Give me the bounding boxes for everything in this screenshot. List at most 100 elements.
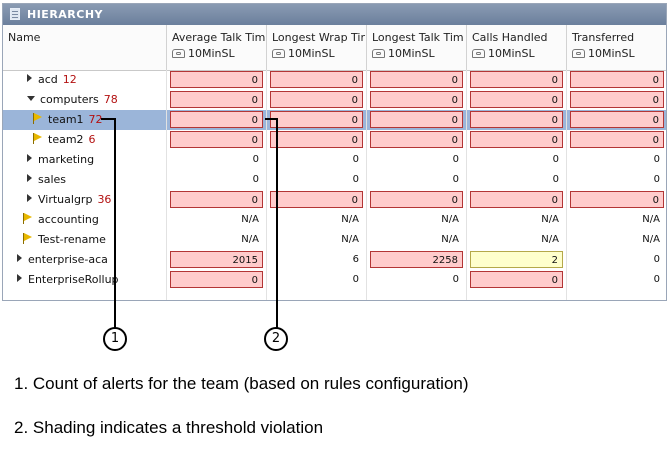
metric-cell: 0 bbox=[570, 191, 664, 208]
hierarchy-node[interactable]: Test-rename bbox=[23, 230, 106, 250]
column-header[interactable]: Longest Wrap Tir 10MinSL bbox=[267, 25, 367, 70]
callout-2-leader bbox=[276, 118, 278, 328]
metric-cell: 0 bbox=[470, 131, 563, 148]
hierarchy-node[interactable]: marketing bbox=[27, 150, 94, 170]
column-subtitle: 10MinSL bbox=[472, 47, 535, 60]
metric-cell: 0 bbox=[570, 111, 664, 128]
metric-cell: N/A bbox=[241, 234, 259, 245]
metric-cell: 0 bbox=[170, 111, 263, 128]
list-icon bbox=[10, 8, 20, 20]
metric-cell: 0 bbox=[370, 111, 463, 128]
node-label: sales bbox=[38, 173, 67, 186]
column-subtitle-text: 10MinSL bbox=[588, 47, 635, 60]
column-title: Transferred bbox=[572, 31, 635, 44]
team-flag-icon bbox=[23, 213, 32, 224]
metric-cell: 0 bbox=[370, 71, 463, 88]
alert-count: 6 bbox=[88, 133, 96, 146]
node-label: team2 bbox=[48, 133, 84, 146]
expand-arrow-icon[interactable] bbox=[27, 154, 32, 162]
expand-arrow-icon[interactable] bbox=[17, 254, 22, 262]
column-header[interactable]: Transferred 10MinSL bbox=[567, 25, 666, 70]
metric-cell: 0 bbox=[270, 191, 363, 208]
callout-2-leader bbox=[265, 118, 277, 120]
node-label: marketing bbox=[38, 153, 95, 166]
column-subtitle: 10MinSL bbox=[172, 47, 235, 60]
metric-cell: N/A bbox=[341, 214, 359, 225]
hierarchy-node[interactable]: enterprise-aca bbox=[17, 250, 108, 270]
callout-1-note: 1. Count of alerts for the team (based o… bbox=[14, 374, 469, 393]
callout-2-marker: 2 bbox=[264, 327, 288, 351]
team-flag-icon bbox=[23, 233, 32, 244]
hierarchy-node[interactable]: sales bbox=[27, 170, 66, 190]
column-divider bbox=[366, 70, 367, 300]
column-subtitle-text: 10MinSL bbox=[388, 47, 435, 60]
metric-cell: 0 bbox=[470, 91, 563, 108]
node-label: computers bbox=[40, 93, 99, 106]
metric-cell: 0 bbox=[270, 91, 363, 108]
hierarchy-node[interactable]: team2 6 bbox=[33, 130, 96, 150]
metric-cell: 0 bbox=[370, 91, 463, 108]
team-flag-icon bbox=[33, 113, 42, 124]
metric-cell: 0 bbox=[570, 71, 664, 88]
expand-arrow-icon[interactable] bbox=[17, 274, 22, 282]
metric-cell: 0 bbox=[653, 154, 660, 165]
metric-cell: N/A bbox=[541, 234, 559, 245]
phone-icon bbox=[272, 49, 285, 58]
node-label: team1 bbox=[48, 113, 84, 126]
hierarchy-node[interactable]: Virtualgrp 36 bbox=[27, 190, 111, 210]
column-title: Longest Wrap Tir bbox=[272, 31, 366, 44]
panel-titlebar: HIERARCHY bbox=[3, 4, 666, 25]
column-subtitle-text: 10MinSL bbox=[488, 47, 535, 60]
column-title: Calls Handled bbox=[472, 31, 548, 44]
metric-cell: 2015 bbox=[170, 251, 263, 268]
callout-2-note: 2. Shading indicates a threshold violati… bbox=[14, 418, 324, 437]
metric-cell: 0 bbox=[470, 191, 563, 208]
metric-cell: 0 bbox=[653, 254, 660, 265]
expand-arrow-icon[interactable] bbox=[27, 194, 32, 202]
metric-cell: N/A bbox=[441, 234, 459, 245]
metric-cell: 0 bbox=[370, 191, 463, 208]
collapse-arrow-icon[interactable] bbox=[27, 96, 35, 101]
alert-count: 36 bbox=[97, 193, 112, 206]
metric-cell: 0 bbox=[552, 174, 559, 185]
hierarchy-node[interactable]: accounting bbox=[23, 210, 99, 230]
metric-cell: N/A bbox=[241, 214, 259, 225]
metric-cell: 0 bbox=[352, 174, 359, 185]
hierarchy-node[interactable]: EnterpriseRollup bbox=[17, 270, 119, 290]
column-subtitle: 10MinSL bbox=[572, 47, 635, 60]
metric-cell: 0 bbox=[653, 174, 660, 185]
column-title: Name bbox=[8, 31, 41, 44]
node-label: acd bbox=[38, 73, 58, 86]
phone-icon bbox=[172, 49, 185, 58]
metric-cell: 0 bbox=[570, 91, 664, 108]
metric-cell: 0 bbox=[470, 271, 563, 288]
column-header-name[interactable]: Name bbox=[3, 25, 167, 70]
column-header[interactable]: Calls Handled 10MinSL bbox=[467, 25, 567, 70]
column-subtitle-text: 10MinSL bbox=[188, 47, 235, 60]
metric-cell: 0 bbox=[452, 174, 459, 185]
expand-arrow-icon[interactable] bbox=[27, 74, 32, 82]
metric-cell: 0 bbox=[370, 131, 463, 148]
metric-cell: 2258 bbox=[370, 251, 463, 268]
node-label: Virtualgrp bbox=[38, 193, 93, 206]
metric-cell: 0 bbox=[552, 154, 559, 165]
team-flag-icon bbox=[33, 133, 42, 144]
expand-arrow-icon[interactable] bbox=[27, 174, 32, 182]
column-subtitle: 10MinSL bbox=[272, 47, 335, 60]
